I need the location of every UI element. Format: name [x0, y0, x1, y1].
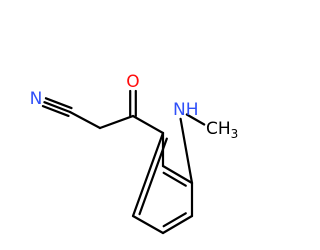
bonds-layer [41, 89, 206, 235]
atom-label-n2: NH [173, 100, 199, 120]
bond-Cb-Cc-inner [162, 171, 187, 187]
bond-Cd-Ce [161, 214, 194, 235]
bond-C1-C2 [68, 110, 102, 130]
atom-label-o1: O [126, 72, 139, 92]
bond-C3-Ca [131, 114, 165, 135]
atom-label-n1: N [30, 89, 43, 109]
bond-Ce-Cf [131, 214, 165, 235]
molecule-structure-diagram: N O NH CH3 [30, 72, 239, 235]
bond-Cf-Ca [131, 131, 165, 218]
atom-label-c4: CH3 [206, 119, 238, 141]
bond-N2-C4 [185, 113, 206, 126]
bond-N1-C1-mid [43, 101, 72, 114]
bond-N1-C1-b [44, 97, 73, 110]
atom-labels-layer: N O NH CH3 [30, 72, 239, 141]
bond-Cb-Cc [161, 164, 194, 185]
bond-Cf-Ca-inner [138, 137, 168, 216]
bond-C2-C3 [98, 114, 135, 130]
bond-Cd-Ce-inner [162, 212, 187, 228]
bond-Cc-N2 [179, 117, 194, 185]
bond-N1-C1-a [41, 105, 70, 118]
